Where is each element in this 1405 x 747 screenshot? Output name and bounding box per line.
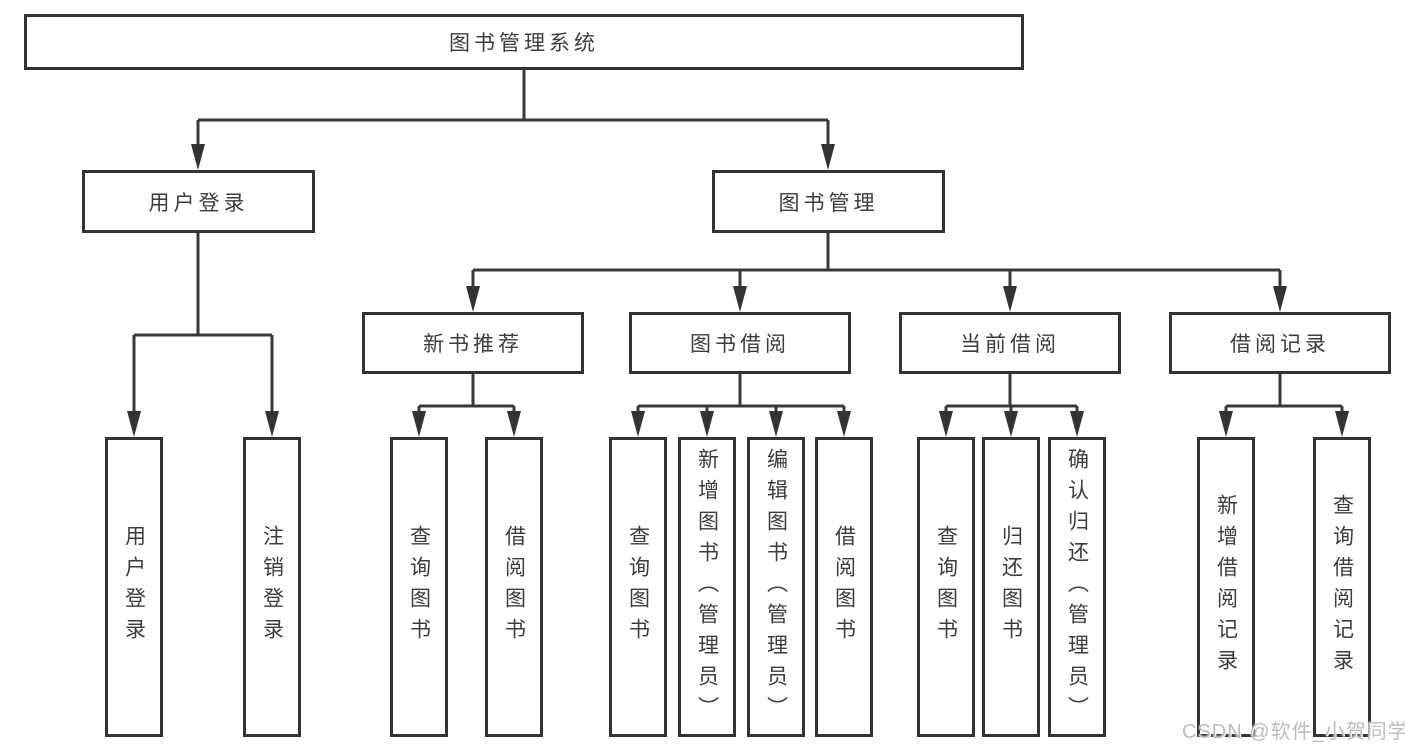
node-new-book-recommend-label: 新书推荐 <box>423 333 523 356</box>
leaf-add-borrow-record-label: 新增借阅记录 <box>1214 494 1238 680</box>
node-current-borrow-label: 当前借阅 <box>960 333 1060 356</box>
arrowhead-down-icon <box>1219 411 1233 437</box>
node-book-borrow-label: 图书借阅 <box>690 333 790 356</box>
leaf-borrow-books-1: 借阅图书 <box>485 437 543 737</box>
leaf-user-login: 用户登录 <box>105 437 163 737</box>
arrowhead-down-icon <box>1070 411 1084 437</box>
leaf-return-book-label: 归还图书 <box>999 525 1023 649</box>
node-library-system-label: 图书管理系统 <box>449 32 599 55</box>
arrowhead-down-icon <box>631 411 645 437</box>
leaf-logout-label: 注销登录 <box>260 525 284 649</box>
arrowhead-down-icon <box>265 411 279 437</box>
leaf-query-books-1: 查询图书 <box>390 437 448 737</box>
node-borrow-records: 借阅记录 <box>1169 312 1391 374</box>
leaf-edit-book-admin-label: 编辑图书（管理员） <box>764 447 788 727</box>
leaf-borrow-books-2-label: 借阅图书 <box>832 525 856 649</box>
leaf-query-books-1-label: 查询图书 <box>407 525 431 649</box>
leaf-confirm-return-admin: 确认归还（管理员） <box>1048 437 1106 737</box>
arrowhead-down-icon <box>939 411 953 437</box>
arrowhead-down-icon <box>821 144 835 170</box>
arrowhead-down-icon <box>507 411 521 437</box>
node-user-login-label: 用户登录 <box>148 191 249 215</box>
arrowhead-down-icon <box>733 286 747 312</box>
node-new-book-recommend: 新书推荐 <box>362 312 584 374</box>
arrowhead-down-icon <box>1004 411 1018 437</box>
arrowhead-down-icon <box>1335 411 1349 437</box>
leaf-query-borrow-record: 查询借阅记录 <box>1313 437 1371 737</box>
arrowhead-down-icon <box>127 411 141 437</box>
leaf-add-borrow-record: 新增借阅记录 <box>1197 437 1255 737</box>
leaf-user-login-label: 用户登录 <box>122 525 146 649</box>
connector-new-book-group <box>417 374 516 420</box>
leaf-borrow-books-1-label: 借阅图书 <box>502 525 526 649</box>
node-book-management-label: 图书管理 <box>778 191 879 215</box>
arrowhead-down-icon <box>700 411 714 437</box>
connector-borrow-record-group <box>1224 374 1344 420</box>
arrowhead-down-icon <box>191 144 205 170</box>
arrowhead-down-icon <box>1003 286 1017 312</box>
connector-book-management-group <box>471 233 1282 292</box>
leaf-query-books-3-label: 查询图书 <box>934 525 958 649</box>
node-borrow-records-label: 借阅记录 <box>1230 333 1330 356</box>
arrowhead-down-icon <box>412 411 426 437</box>
leaf-query-borrow-record-label: 查询借阅记录 <box>1330 494 1354 680</box>
leaf-logout: 注销登录 <box>243 437 301 737</box>
leaf-add-book-admin: 新增图书（管理员） <box>678 437 736 737</box>
leaf-confirm-return-admin-label: 确认归还（管理员） <box>1065 447 1089 727</box>
node-current-borrow: 当前借阅 <box>899 312 1121 374</box>
arrowhead-down-icon <box>1273 286 1287 312</box>
leaf-edit-book-admin: 编辑图书（管理员） <box>747 437 805 737</box>
arrowhead-down-icon <box>837 411 851 437</box>
connector-user-login-group <box>132 233 274 420</box>
leaf-query-books-2: 查询图书 <box>609 437 667 737</box>
node-book-borrow: 图书借阅 <box>629 312 851 374</box>
node-library-system: 图书管理系统 <box>24 14 1024 70</box>
connector-root <box>196 70 830 150</box>
leaf-query-books-3: 查询图书 <box>917 437 975 737</box>
watermark: CSDN @软件_小贺同学 <box>1182 721 1405 743</box>
connector-book-borrow-group <box>636 374 846 420</box>
node-user-login: 用户登录 <box>82 170 315 233</box>
arrowhead-down-icon <box>769 411 783 437</box>
leaf-add-book-admin-label: 新增图书（管理员） <box>695 447 719 727</box>
leaf-return-book: 归还图书 <box>982 437 1040 737</box>
leaf-query-books-2-label: 查询图书 <box>626 525 650 649</box>
arrowhead-down-icon <box>466 286 480 312</box>
node-book-management: 图书管理 <box>712 170 945 233</box>
leaf-borrow-books-2: 借阅图书 <box>815 437 873 737</box>
